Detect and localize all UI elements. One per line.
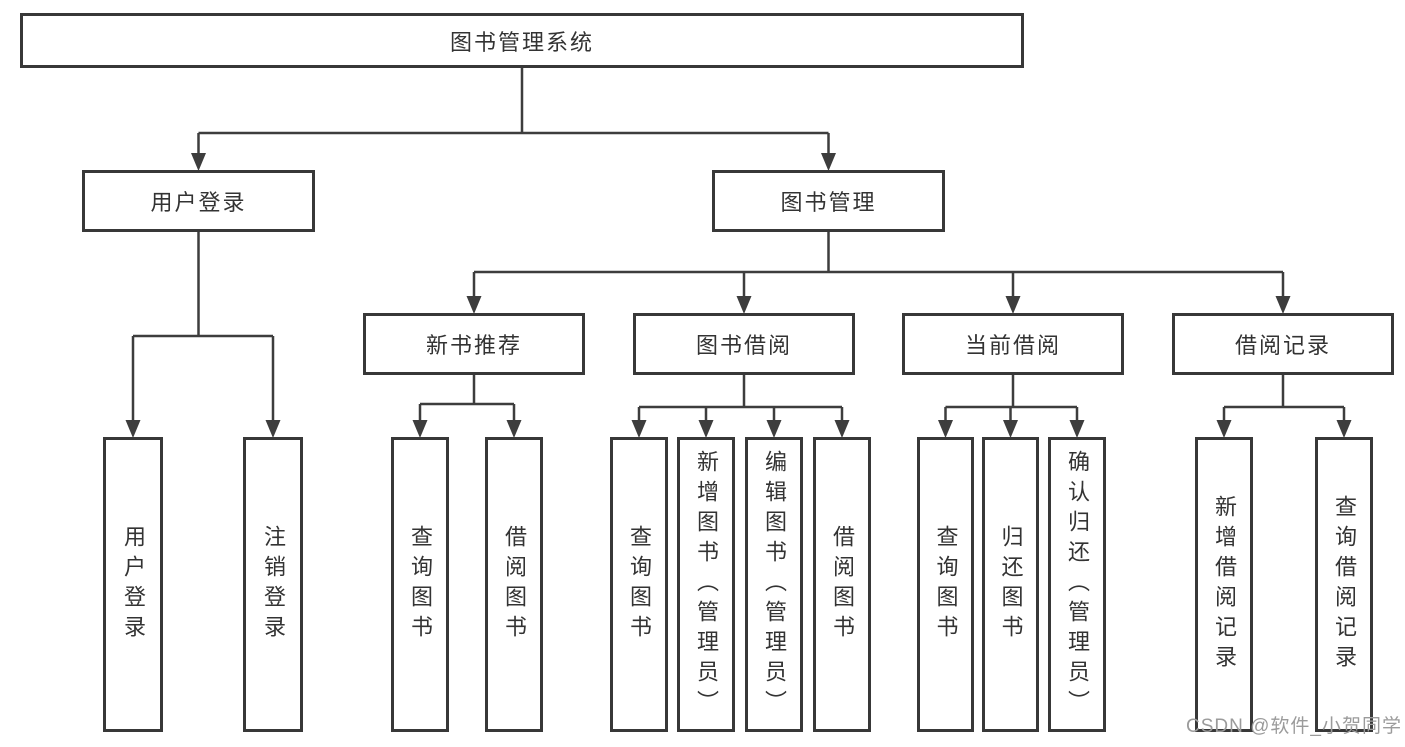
node-label-newbook: 新书推荐 (425, 333, 522, 358)
arrowhead-icon (631, 420, 647, 438)
node-label-br-add: 新增借阅记录 (1212, 494, 1237, 675)
node-nb-query: 查询图书 (391, 437, 449, 732)
arrowhead-icon (1003, 420, 1018, 438)
node-user-login: 用户登录 (103, 437, 163, 732)
arrowhead-icon (1216, 420, 1232, 438)
arrowhead-icon (191, 153, 206, 171)
edge-current (944, 374, 1079, 425)
node-borrow: 图书借阅 (633, 313, 855, 375)
arrowhead-icon (834, 420, 850, 438)
node-cb-confirm: 确认归还（管理员） (1048, 437, 1106, 732)
node-logout: 注销登录 (243, 437, 303, 732)
node-cb-return: 归还图书 (982, 437, 1039, 732)
arrowhead-icon (466, 296, 482, 314)
node-label-root: 图书管理系统 (449, 29, 594, 55)
edge-mgmt (472, 231, 1285, 301)
arrowhead-icon (698, 420, 714, 438)
node-label-login: 用户登录 (150, 190, 247, 215)
arrowhead-icon (1275, 296, 1291, 314)
node-current: 当前借阅 (902, 313, 1124, 375)
node-newbook: 新书推荐 (363, 313, 585, 375)
node-label-br-query: 查询借阅记录 (1332, 494, 1357, 675)
node-label-bb-query: 查询图书 (627, 524, 652, 645)
node-bb-edit: 编辑图书（管理员） (745, 437, 803, 732)
edge-root (197, 67, 830, 158)
node-label-mgmt: 图书管理 (780, 190, 877, 215)
edge-newbook (418, 374, 516, 425)
arrowhead-icon (265, 420, 281, 438)
arrowhead-icon (821, 153, 836, 171)
node-root: 图书管理系统 (20, 13, 1024, 68)
node-label-record: 借阅记录 (1234, 333, 1331, 358)
node-label-bb-add: 新增图书（管理员） (694, 449, 719, 720)
node-cb-query: 查询图书 (917, 437, 974, 732)
arrowhead-icon (506, 420, 522, 438)
node-br-add: 新增借阅记录 (1195, 437, 1253, 732)
node-record: 借阅记录 (1172, 313, 1394, 375)
node-label-cb-return: 归还图书 (998, 524, 1024, 645)
node-label-nb-borrow: 借阅图书 (502, 524, 527, 645)
edge-borrow (637, 374, 844, 425)
arrowhead-icon (1336, 420, 1352, 438)
node-bb-query: 查询图书 (610, 437, 668, 732)
node-label-bb-borrow: 借阅图书 (830, 524, 855, 645)
arrowhead-icon (938, 420, 953, 438)
node-label-cb-query: 查询图书 (933, 524, 959, 645)
arrowhead-icon (412, 420, 428, 438)
node-label-current: 当前借阅 (964, 333, 1061, 358)
edge-record (1222, 374, 1346, 425)
arrowhead-icon (736, 296, 752, 314)
node-label-bb-edit: 编辑图书（管理员） (762, 449, 787, 720)
arrowhead-icon (125, 420, 141, 438)
watermark-text: CSDN @软件_小贺同学 (1186, 716, 1402, 737)
node-mgmt: 图书管理 (712, 170, 945, 232)
node-nb-borrow: 借阅图书 (485, 437, 543, 732)
node-label-cb-confirm: 确认归还（管理员） (1065, 449, 1090, 720)
node-label-borrow: 图书借阅 (695, 333, 792, 358)
node-bb-add: 新增图书（管理员） (677, 437, 735, 732)
node-br-query: 查询借阅记录 (1315, 437, 1373, 732)
node-label-logout: 注销登录 (261, 524, 286, 645)
node-bb-borrow: 借阅图书 (813, 437, 871, 732)
edge-login (131, 231, 275, 425)
node-label-user-login: 用户登录 (121, 524, 146, 645)
arrowhead-icon (766, 420, 782, 438)
node-login: 用户登录 (82, 170, 315, 232)
node-label-nb-query: 查询图书 (408, 524, 433, 645)
arrowhead-icon (1005, 296, 1021, 314)
arrowhead-icon (1069, 420, 1085, 438)
